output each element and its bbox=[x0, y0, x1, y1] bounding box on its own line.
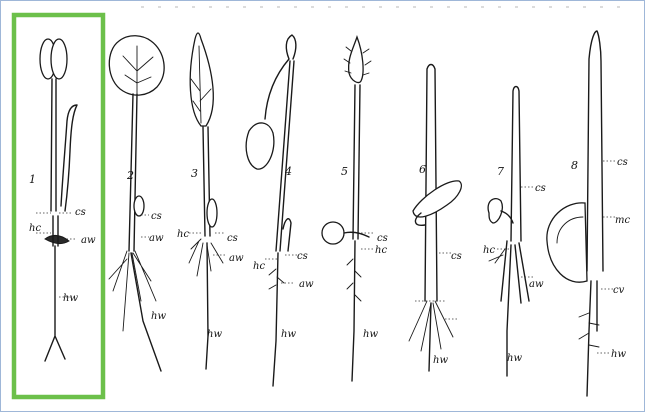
label-cs: cs bbox=[151, 211, 162, 222]
label-hw: hw bbox=[207, 329, 222, 340]
label-hw: hw bbox=[151, 311, 166, 322]
label-hw: hw bbox=[611, 349, 626, 360]
label-cs: cs bbox=[227, 233, 238, 244]
figure-number: 5 bbox=[341, 165, 348, 178]
label-mc: mc bbox=[615, 215, 630, 226]
label-aw: aw bbox=[529, 279, 544, 290]
label-cs: cs bbox=[297, 251, 308, 262]
seedling-1 bbox=[36, 39, 77, 361]
label-aw: aw bbox=[229, 253, 244, 264]
seedling-3 bbox=[189, 33, 227, 369]
label-cv: cv bbox=[613, 285, 625, 296]
label-cs: cs bbox=[451, 251, 462, 262]
seedling-6 bbox=[409, 65, 461, 372]
figure-number: 1 bbox=[29, 173, 36, 186]
label-hw: hw bbox=[63, 293, 78, 304]
label-hc: hc bbox=[253, 261, 265, 272]
label-cs: cs bbox=[535, 183, 546, 194]
figure-number: 7 bbox=[497, 165, 504, 178]
figure-number: 2 bbox=[126, 169, 134, 182]
label-hc: hc bbox=[177, 229, 189, 240]
figure-number: 6 bbox=[419, 163, 426, 176]
figure-number: 8 bbox=[571, 159, 578, 172]
seedling-7 bbox=[488, 87, 535, 377]
label-hc: hc bbox=[29, 223, 41, 234]
label-aw: aw bbox=[299, 279, 314, 290]
label-hw: hw bbox=[363, 329, 378, 340]
label-aw: aw bbox=[81, 235, 96, 246]
label-hw: hw bbox=[507, 353, 522, 364]
label-cs: cs bbox=[75, 207, 86, 218]
figure-number: 4 bbox=[284, 165, 292, 178]
label-hw: hw bbox=[281, 329, 296, 340]
label-cs: cs bbox=[377, 233, 388, 244]
label-hw: hw bbox=[433, 355, 448, 366]
label-hc: hc bbox=[483, 245, 495, 256]
label-hc: hc bbox=[375, 245, 387, 256]
label-aw: aw bbox=[149, 233, 164, 244]
seedling-8 bbox=[547, 31, 615, 396]
label-cs: cs bbox=[617, 157, 628, 168]
figure-number: 3 bbox=[191, 167, 198, 180]
